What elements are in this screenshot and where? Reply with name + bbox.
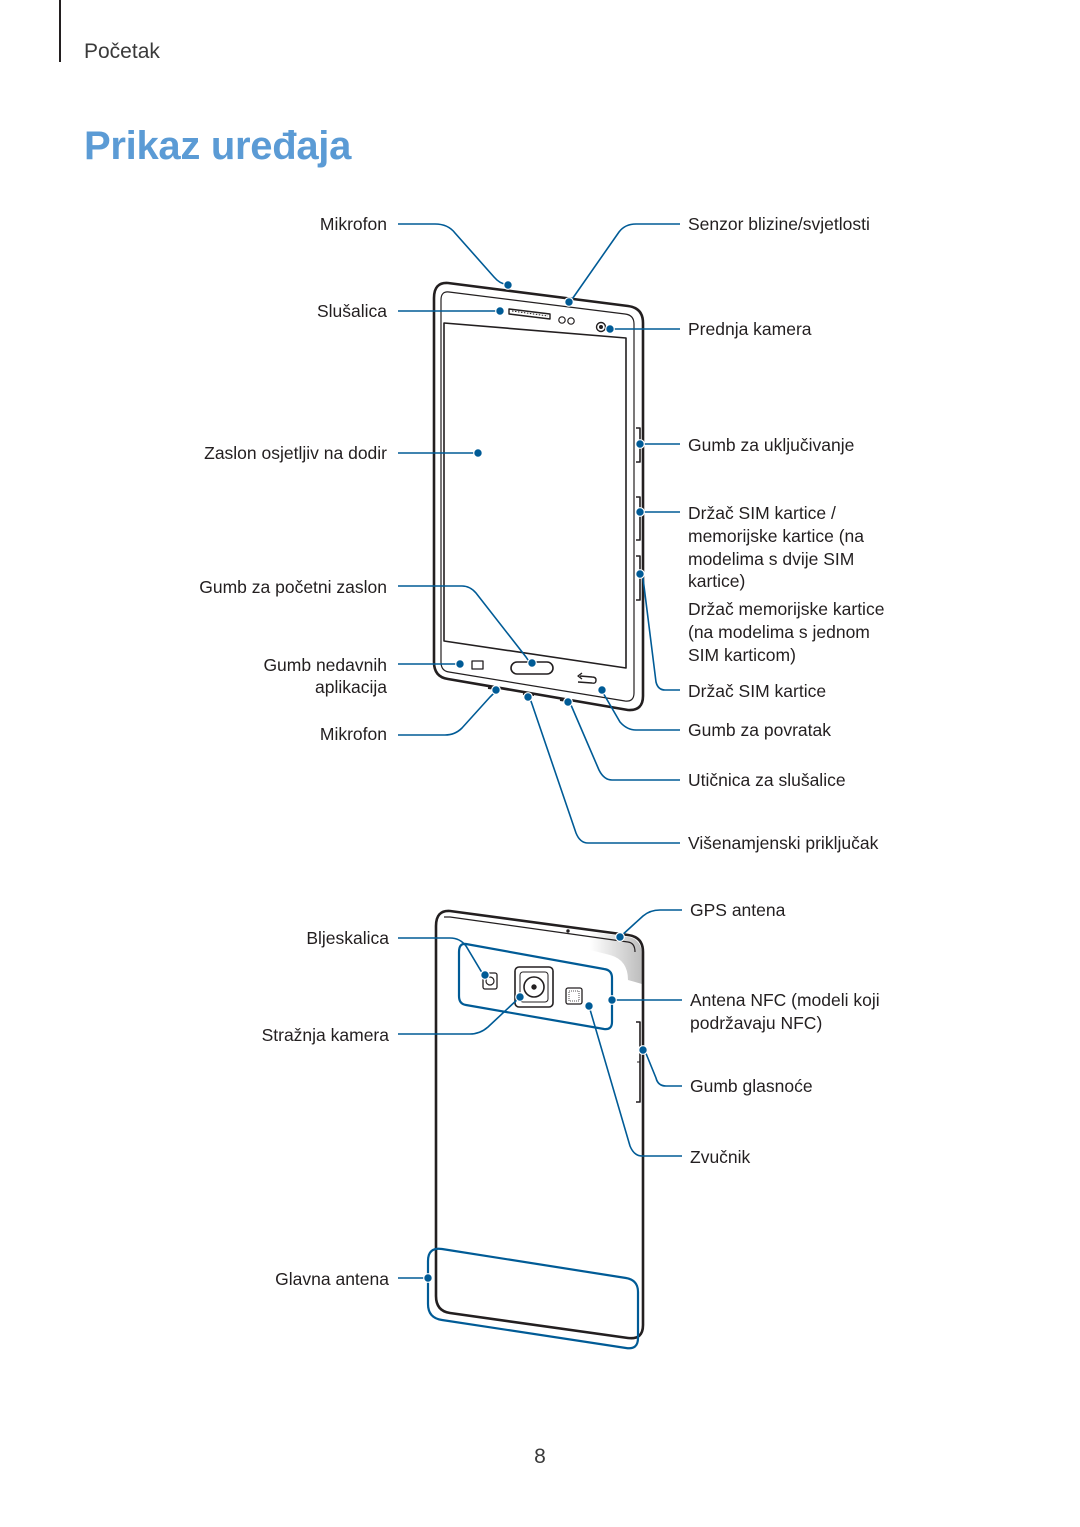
rear-camera-lens bbox=[523, 976, 545, 998]
flash-housing bbox=[482, 972, 498, 990]
speaker-grille bbox=[565, 987, 583, 1005]
label-sim-tray-line4: kartice) bbox=[688, 571, 746, 591]
back-arrow-icon bbox=[577, 672, 597, 684]
label-home-button: Gumb za početni zaslon bbox=[199, 577, 387, 597]
nfc-antenna-outline bbox=[457, 942, 614, 1031]
label-back-button: Gumb za povratak bbox=[688, 720, 831, 740]
page-title: Prikaz uređaja bbox=[84, 124, 352, 168]
label-rear-camera: Stražnja kamera bbox=[261, 1025, 389, 1045]
label-gps-antenna: GPS antena bbox=[690, 900, 786, 920]
header-rule bbox=[59, 0, 61, 62]
label-touchscreen: Zaslon osjetljiv na dodir bbox=[204, 443, 387, 463]
label-main-antenna: Glavna antena bbox=[275, 1269, 389, 1289]
front-bezel bbox=[440, 291, 635, 702]
label-sim-tray-line2: memorijske kartice (na bbox=[688, 526, 865, 546]
label-proximity-sensor: Senzor blizine/svjetlosti bbox=[688, 214, 870, 234]
rear-callout-dots bbox=[423, 932, 648, 1283]
front-body-outline bbox=[432, 281, 645, 712]
rear-callouts bbox=[398, 909, 682, 1279]
recent-apps-icon bbox=[471, 660, 484, 670]
label-recent-apps-line2: aplikacija bbox=[315, 677, 387, 697]
label-flash: Bljeskalica bbox=[306, 928, 389, 948]
label-mic-top: Mikrofon bbox=[319, 214, 387, 234]
label-mem-tray-line2: (na modelima s jednom bbox=[688, 622, 870, 642]
rear-camera-housing bbox=[514, 966, 554, 1008]
label-mic-bottom: Mikrofon bbox=[319, 724, 387, 744]
label-sim-tray-line3: modelima s dvije SIM bbox=[688, 549, 855, 569]
rear-inner-edge bbox=[444, 916, 636, 953]
label-volume-key: Gumb glasnoće bbox=[690, 1076, 813, 1096]
label-speaker: Zvučnik bbox=[690, 1147, 751, 1167]
label-multipurpose-jack: Višenamjenski priključak bbox=[688, 833, 879, 853]
rear-antenna-regions bbox=[426, 942, 640, 1350]
section-name: Početak bbox=[84, 40, 160, 63]
sim-tray-slot bbox=[636, 496, 641, 541]
main-antenna-outline bbox=[426, 1247, 640, 1350]
front-phone-illustration bbox=[432, 281, 645, 712]
front-camera-icon bbox=[595, 321, 607, 333]
rear-body-outline bbox=[434, 909, 645, 1340]
front-screen bbox=[443, 322, 627, 669]
label-earpiece: Slušalica bbox=[316, 301, 387, 321]
gps-antenna-zone bbox=[590, 932, 642, 984]
label-mem-tray-line1: Držač memorijske kartice bbox=[688, 599, 885, 619]
label-power-key: Gumb za uključivanje bbox=[688, 435, 855, 455]
label-sim-tray-single: Držač SIM kartice bbox=[688, 681, 827, 701]
label-recent-apps-line1: Gumb nedavnih bbox=[263, 655, 387, 675]
proximity-sensor-icon bbox=[558, 316, 566, 324]
label-front-camera: Prednja kamera bbox=[688, 319, 812, 339]
earpiece-grille bbox=[508, 308, 551, 320]
front-callouts bbox=[398, 223, 680, 844]
rear-phone-illustration bbox=[434, 909, 645, 1340]
label-nfc-antenna-line1: Antena NFC (modeli koji bbox=[690, 990, 880, 1010]
label-nfc-antenna-line2: podržavaju NFC) bbox=[690, 1013, 823, 1033]
label-headset-jack: Utičnica za slušalice bbox=[688, 770, 846, 790]
page-number: 8 bbox=[534, 1445, 546, 1468]
label-mem-tray-line3: SIM karticom) bbox=[688, 645, 796, 665]
front-callout-dots bbox=[455, 280, 645, 707]
label-sim-tray-line1: Držač SIM kartice / bbox=[688, 503, 836, 523]
